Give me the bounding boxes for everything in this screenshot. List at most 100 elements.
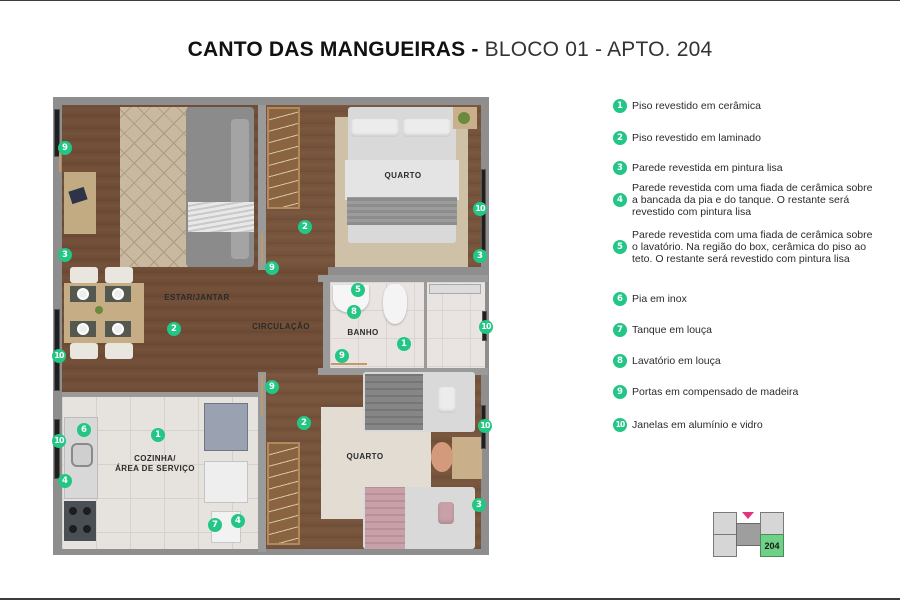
legend-item-4: 4 Parede revestida com uma fiada de cerâ…	[613, 182, 875, 218]
title-unit: BLOCO 01 - APTO. 204	[484, 38, 713, 61]
dining-chair	[70, 267, 98, 283]
room-label-cozinha: COZINHA/ ÁREA DE SERVIÇO	[105, 454, 205, 474]
marker-4-icon: 4	[231, 514, 245, 528]
desk-chair	[431, 442, 453, 472]
marker-3-icon: 3	[473, 249, 487, 263]
marker-9-icon: 9	[265, 380, 279, 394]
legend-item-8: 8 Lavatório em louça	[613, 354, 875, 368]
door-bedroom-1	[261, 233, 263, 263]
marker-2-icon: 2	[613, 131, 627, 145]
legend-item-9: 9 Portas em compensado de madeira	[613, 385, 875, 399]
circulation-floor	[253, 267, 328, 392]
marker-1-icon: 1	[151, 428, 165, 442]
table-plant	[95, 306, 103, 314]
marker-10-icon: 10	[473, 202, 487, 216]
legend-text: Pia em inox	[632, 293, 687, 305]
window-kitchen	[54, 419, 60, 479]
marker-2-icon: 2	[167, 322, 181, 336]
unit-cell-active: 204	[760, 534, 784, 557]
marker-7-icon: 7	[208, 518, 222, 532]
dining-chair	[105, 343, 133, 359]
unit-cell	[713, 512, 737, 535]
plant	[458, 112, 470, 124]
wall-bathroom-left	[323, 275, 330, 375]
marker-10-icon: 10	[52, 434, 66, 448]
washing-machine	[204, 461, 248, 503]
blanket-pink	[365, 487, 405, 549]
marker-5-icon: 5	[351, 283, 365, 297]
marker-4-icon: 4	[58, 474, 72, 488]
desk-bedroom-2	[452, 437, 482, 479]
room-label-banho: BANHO	[347, 328, 379, 337]
kitchen-sink	[71, 443, 93, 467]
marker-10-icon: 10	[52, 349, 66, 363]
wall-bathroom-top	[318, 275, 488, 282]
room-label-quarto-1: QUARTO	[384, 171, 422, 180]
room-label-cozinha-line2: ÁREA DE SERVIÇO	[115, 464, 195, 473]
marker-9-icon: 9	[613, 385, 627, 399]
marker-10-icon: 10	[613, 418, 627, 432]
marker-9-icon: 9	[58, 141, 72, 155]
room-label-quarto-2: QUARTO	[346, 452, 384, 461]
legend-item-7: 7 Tanque em louça	[613, 323, 875, 337]
pillow-pink	[438, 502, 454, 524]
marker-2-icon: 2	[298, 220, 312, 234]
marker-1-icon: 1	[613, 99, 627, 113]
marker-10-icon: 10	[479, 320, 493, 334]
legend-item-6: 6 Pia em inox	[613, 292, 875, 306]
blanket-grey	[365, 374, 423, 430]
door-bedroom-2	[261, 375, 263, 415]
legend-item-10: 10 Janelas em alumínio e vidro	[613, 418, 875, 432]
top-border	[0, 0, 900, 1]
legend-text: Parede revestida com uma fiada de cerâmi…	[632, 182, 873, 218]
marker-8-icon: 8	[613, 354, 627, 368]
dining-chair	[70, 343, 98, 359]
door-entrance	[59, 152, 61, 172]
sofa-cushions	[231, 119, 249, 259]
room-label-cozinha-line1: COZINHA/	[134, 454, 176, 463]
room-label-estar-jantar: ESTAR/JANTAR	[164, 293, 230, 302]
title-project: CANTO DAS MANGUEIRAS -	[187, 38, 479, 61]
wall-bathroom-bottom	[318, 368, 488, 375]
wall-shower	[424, 282, 427, 370]
marker-7-icon: 7	[613, 323, 627, 337]
burner	[83, 525, 91, 533]
toilet	[383, 284, 407, 324]
pillow	[351, 119, 399, 137]
legend-text: Piso revestido em cerâmica	[632, 100, 761, 112]
legend-item-3: 3 Parede revestida em pintura lisa	[613, 161, 875, 175]
dining-chair	[105, 267, 133, 283]
pillow	[438, 387, 456, 413]
refrigerator	[204, 403, 248, 451]
room-label-circulacao: CIRCULAÇÃO	[252, 322, 310, 331]
burner	[69, 507, 77, 515]
legend-item-1: 1 Piso revestido em cerâmica	[613, 99, 875, 113]
legend-text: Piso revestido em laminado	[632, 132, 761, 144]
legend-text: Tanque em louça	[632, 324, 712, 336]
legend-text: Parede revestida com uma fiada de cerâmi…	[632, 229, 873, 265]
bed-blanket	[347, 197, 457, 225]
marker-8-icon: 8	[347, 305, 361, 319]
window-living-top	[54, 109, 60, 157]
sofa-throw	[188, 202, 254, 232]
plate	[112, 288, 124, 300]
marker-10-icon: 10	[478, 419, 492, 433]
legend-text: Lavatório em louça	[632, 355, 721, 367]
desk	[64, 172, 96, 234]
floor-plan: QUARTO BANHO ESTAR/JANTAR CIRCULAÇÃO QUA…	[53, 97, 489, 555]
marker-9-icon: 9	[335, 349, 349, 363]
legend-item-2: 2 Piso revestido em laminado	[613, 131, 875, 145]
bathroom-floor	[330, 282, 485, 370]
page-title: CANTO DAS MANGUEIRAS - BLOCO 01 - APTO. …	[0, 38, 900, 62]
stove	[64, 501, 96, 541]
building-core	[736, 523, 761, 546]
plate	[77, 323, 89, 335]
shower-window	[429, 284, 481, 294]
unit-cell	[713, 534, 737, 557]
legend-text: Janelas em alumínio e vidro	[632, 419, 763, 431]
plate	[77, 288, 89, 300]
marker-3-icon: 3	[472, 498, 486, 512]
wardrobe-2	[267, 442, 300, 545]
unit-cell	[760, 512, 784, 535]
plate	[112, 323, 124, 335]
